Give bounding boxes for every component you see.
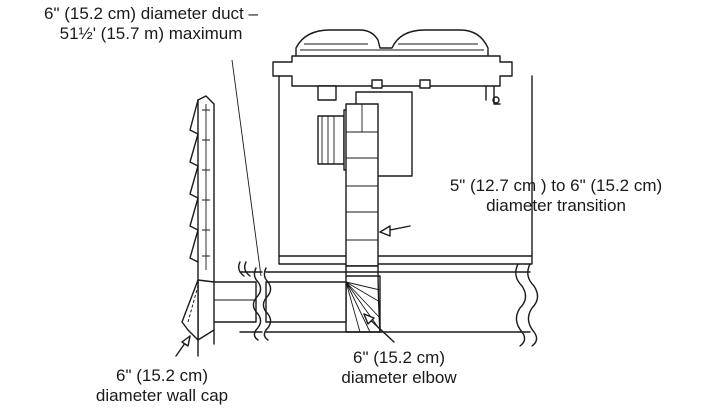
transition-callout-line2: diameter transition (486, 196, 626, 215)
elbow (345, 265, 381, 333)
transition-callout: 5" (12.7 cm ) to 6" (15.2 cm) diameter t… (408, 176, 704, 216)
wall-cap-callout-line2: diameter wall cap (95, 386, 229, 405)
appliance-cabinet (272, 29, 533, 265)
wall-cap (181, 279, 215, 341)
leader-lines (175, 59, 411, 357)
duct-callout-line2: 51½' (15.7 m) maximum (59, 24, 243, 43)
duct-callout-line1: 6" (15.2 cm) diameter duct – (44, 4, 258, 23)
elbow-callout: 6" (15.2 cm) diameter elbow (314, 348, 484, 388)
wall-cap-callout: 6" (15.2 cm) diameter wall cap (56, 366, 268, 406)
wall-cap-callout-line1: 6" (15.2 cm) (115, 366, 208, 385)
elbow-callout-line2: diameter elbow (341, 368, 457, 387)
transition-callout-line1: 5" (12.7 cm ) to 6" (15.2 cm) (449, 176, 663, 195)
duct-callout: 6" (15.2 cm) diameter duct – 51½' (15.7 … (0, 4, 302, 44)
transition-duct (345, 103, 379, 267)
horizontal-duct (213, 261, 539, 347)
elbow-callout-line1: 6" (15.2 cm) (352, 348, 445, 367)
